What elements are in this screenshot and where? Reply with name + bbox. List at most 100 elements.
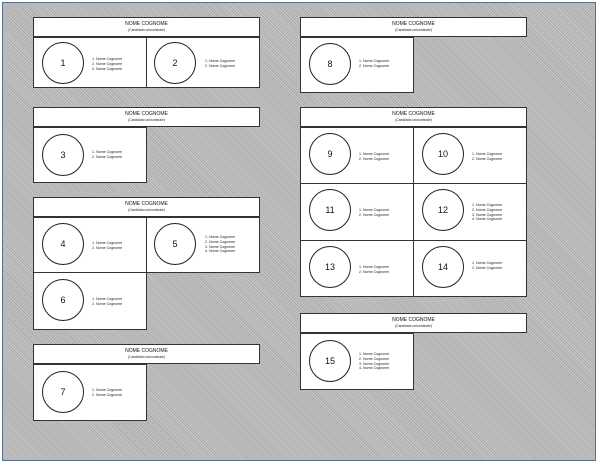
list-candidates: 1. Nome Cognome 2. Nome Cognome [92,388,122,398]
group-header: NOME COGNOME (Candidato uninominale) [300,17,527,37]
candidate-subtitle: (Candidato uninominale) [395,28,432,32]
candidate-name: NOME COGNOME [125,21,168,27]
list-candidate: 1. Nome Cognome [359,352,390,356]
list-candidate: 1. Nome Cognome [472,152,503,156]
list-cell: 4 1. Nome Cognome 2. Nome Cognome [33,217,147,273]
list-number: 10 [437,149,448,159]
list-number: 8 [327,59,333,69]
list-symbol-circle[interactable]: 8 [309,43,351,85]
list-candidate: 1. Nome Cognome [472,203,503,207]
list-symbol-circle[interactable]: 9 [309,133,351,175]
group-header: NOME COGNOME (Candidato uninominale) [300,313,527,333]
group-header: NOME COGNOME (Candidato uninominale) [33,17,260,37]
list-candidate: 3. Nome Cognome [359,361,390,366]
list-candidate: 4. Nome Cognome [359,366,390,371]
list-candidates: 1. Nome Cognome 2. Nome Cognome 3. Nome … [472,203,502,222]
list-symbol-circle[interactable]: 11 [309,189,351,231]
candidate-name: NOME COGNOME [392,317,435,323]
list-candidate: 2. Nome Cognome [92,154,123,159]
list-candidate: 1. Nome Cognome [359,152,390,156]
list-candidate: 2. Nome Cognome [359,212,390,217]
list-candidate: 1. Nome Cognome [205,59,236,63]
list-number: 6 [60,295,66,305]
candidate-subtitle: (Candidato uninominale) [395,324,432,328]
list-candidate: 2. Nome Cognome [472,207,503,212]
list-candidates: 1. Nome Cognome 2. Nome Cognome [359,152,389,162]
list-candidate: 4. Nome Cognome [205,249,236,254]
list-symbol-circle[interactable]: 14 [422,246,464,288]
candidate-subtitle: (Candidato uninominale) [128,208,165,212]
list-candidate: 3. Nome Cognome [92,66,123,71]
list-candidates: 1. Nome Cognome 2. Nome Cognome [205,59,235,69]
list-cell: 1 1. Nome Cognome 2. Nome Cognome 3. Nom… [33,37,147,88]
list-cell: 11 1. Nome Cognome 2. Nome Cognome [300,183,414,241]
list-number: 13 [324,262,335,272]
list-candidate: 1. Nome Cognome [92,241,123,245]
group-header: NOME COGNOME (Candidato uninominale) [33,107,260,127]
candidate-subtitle: (Candidato uninominale) [128,355,165,359]
list-candidate: 4. Nome Cognome [472,217,503,222]
list-cell: 15 1. Nome Cognome 2. Nome Cognome 3. No… [300,333,414,390]
candidate-name: NOME COGNOME [125,348,168,354]
list-number: 5 [172,239,178,249]
list-symbol-circle[interactable]: 7 [42,371,84,413]
list-number: 1 [60,58,66,68]
list-symbol-circle[interactable]: 1 [42,42,84,84]
list-cell: 12 1. Nome Cognome 2. Nome Cognome 3. No… [413,183,527,241]
list-number: 9 [327,149,333,159]
list-candidate: 1. Nome Cognome [359,208,390,212]
list-number: 3 [60,150,66,160]
list-candidate: 2. Nome Cognome [92,245,123,250]
group-header: NOME COGNOME (Candidato uninominale) [300,107,527,127]
list-symbol-circle[interactable]: 2 [154,42,196,84]
list-candidate: 2. Nome Cognome [359,63,390,68]
group-header: NOME COGNOME (Candidato uninominale) [33,197,260,217]
list-number: 7 [60,387,66,397]
list-candidate: 3. Nome Cognome [472,212,503,217]
list-candidate: 1. Nome Cognome [92,297,123,301]
list-symbol-circle[interactable]: 5 [154,223,196,265]
list-candidate: 2. Nome Cognome [92,301,123,306]
candidate-name: NOME COGNOME [125,111,168,117]
list-candidates: 1. Nome Cognome 2. Nome Cognome [359,265,389,275]
list-candidate: 3. Nome Cognome [205,244,236,249]
list-candidate: 2. Nome Cognome [472,156,503,161]
list-candidate: 2. Nome Cognome [359,269,390,274]
list-number: 14 [437,262,448,272]
candidate-subtitle: (Candidato uninominale) [128,28,165,32]
list-number: 15 [324,356,335,366]
candidate-subtitle: (Candidato uninominale) [395,118,432,122]
list-candidate: 1. Nome Cognome [205,235,236,239]
list-candidate: 1. Nome Cognome [92,57,123,61]
list-candidate: 1. Nome Cognome [472,261,503,265]
list-cell: 3 1. Nome Cognome 2. Nome Cognome [33,127,147,183]
list-candidate: 2. Nome Cognome [205,239,236,244]
list-candidates: 1. Nome Cognome 2. Nome Cognome 3. Nome … [92,57,122,71]
list-candidate: 1. Nome Cognome [92,150,123,154]
list-number: 12 [437,205,448,215]
list-symbol-circle[interactable]: 12 [422,189,464,231]
list-symbol-circle[interactable]: 4 [42,223,84,265]
list-candidates: 1. Nome Cognome 2. Nome Cognome [359,208,389,218]
list-cell: 13 1. Nome Cognome 2. Nome Cognome [300,240,414,297]
list-cell: 10 1. Nome Cognome 2. Nome Cognome [413,127,527,184]
list-cell: 9 1. Nome Cognome 2. Nome Cognome [300,127,414,184]
list-candidate: 2. Nome Cognome [472,265,503,270]
ballot-sheet: NOME COGNOME (Candidato uninominale) 1 1… [2,2,596,461]
list-symbol-circle[interactable]: 3 [42,134,84,176]
list-candidate: 1. Nome Cognome [359,265,390,269]
candidate-name: NOME COGNOME [392,111,435,117]
list-candidates: 1. Nome Cognome 2. Nome Cognome [359,59,389,69]
list-candidates: 1. Nome Cognome 2. Nome Cognome [472,152,502,162]
list-cell: 6 1. Nome Cognome 2. Nome Cognome [33,272,147,330]
group-header: NOME COGNOME (Candidato uninominale) [33,344,260,364]
list-cell: 5 1. Nome Cognome 2. Nome Cognome 3. Nom… [146,217,260,273]
list-symbol-circle[interactable]: 15 [309,340,351,382]
list-symbol-circle[interactable]: 10 [422,133,464,175]
list-candidates: 1. Nome Cognome 2. Nome Cognome 3. Nome … [359,352,389,371]
list-candidate: 2. Nome Cognome [205,63,236,68]
list-symbol-circle[interactable]: 6 [42,279,84,321]
list-symbol-circle[interactable]: 13 [309,246,351,288]
list-cell: 14 1. Nome Cognome 2. Nome Cognome [413,240,527,297]
list-number: 2 [172,58,178,68]
